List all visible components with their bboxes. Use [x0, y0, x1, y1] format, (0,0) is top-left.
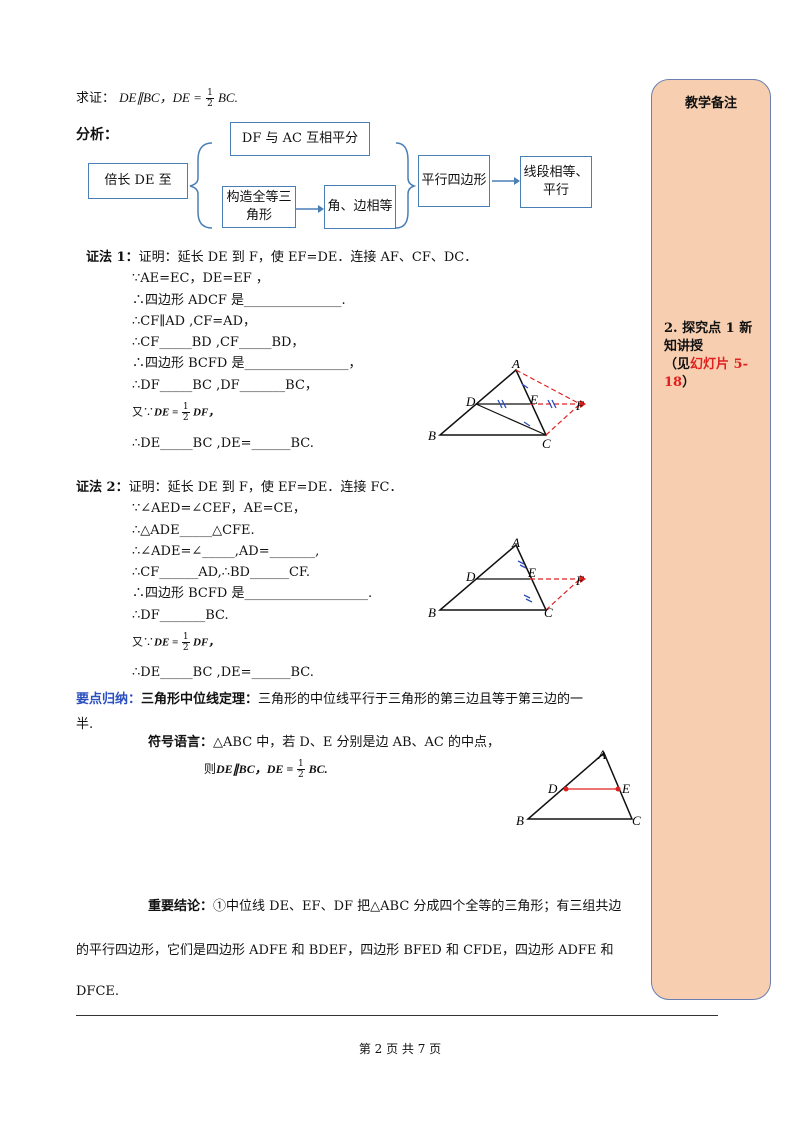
method1-line: ∴四边形 BCFD 是________________，	[132, 356, 362, 372]
method1-line: ∴CF∥AD ,CF=AD，	[132, 313, 256, 329]
method1-line: ∴四边形 ADCF 是_______________.	[132, 292, 346, 308]
svg-text:B: B	[428, 428, 436, 443]
svg-text:D: D	[547, 781, 558, 796]
flow-box-congruent: 构造全等三角形	[222, 186, 296, 228]
page-number: 第 2 页 共 7 页	[358, 1042, 442, 1056]
flow-box-bisect: DF 与 AC 互相平分	[230, 122, 370, 156]
figure-midline: A B C D E	[516, 747, 641, 828]
analysis-label: 分析：	[76, 127, 118, 143]
svg-text:C: C	[632, 813, 641, 828]
figure-method1: A B C D E F	[428, 360, 586, 450]
theorem-text-cont: 半.	[76, 717, 94, 732]
svg-text:D: D	[465, 394, 476, 409]
method1-last: ∴DE_____BC ,DE=______BC.	[132, 436, 314, 451]
method2-line: ∴△ADE_____△CFE.	[132, 522, 255, 538]
conclusion-line2: 的平行四边形，它们是四边形 ADFE 和 BDEF，四边形 BFED 和 CFD…	[76, 943, 614, 958]
svg-text:E: E	[527, 565, 536, 580]
method2-last: ∴DE_____BC ,DE=______BC.	[132, 665, 314, 680]
method2-line: ∵∠AED=∠CEF，AE=CE，	[132, 501, 306, 517]
sidebar-title: 教学备注	[684, 96, 737, 111]
method1-block: 证法 1：证明：延长 DE 到 F，使 EF=DE．连接 AF、CF、DC． ∵…	[86, 247, 477, 396]
symbol-line: 符号语言：△ABC 中，若 D、E 分别是边 AB、AC 的中点，	[148, 731, 500, 750]
svg-text:B: B	[428, 605, 436, 620]
method1-title: 证法 1：	[86, 250, 139, 265]
sidebar-note: 2. 探究点 1 新 知讲授 （见幻灯片 5- 18）	[664, 321, 753, 390]
proof-goal-prefix: 求证：	[76, 91, 116, 106]
theorem-text: 三角形的中位线平行于三角形的第三边且等于第三边的一	[258, 692, 584, 707]
summary-label: 要点归纳：	[76, 692, 142, 707]
method1-line: ∵AE=EC，DE=EF ，	[132, 271, 269, 287]
svg-text:A: A	[511, 360, 520, 371]
theorem-line: 要点归纳：三角形中位线定理：三角形的中位线平行于三角形的第三边且等于第三边的一	[76, 688, 583, 707]
conclusion-label: 重要结论：	[148, 899, 214, 914]
proof-goal-expr-end: BC.	[217, 90, 238, 105]
svg-text:C: C	[542, 436, 551, 450]
flow-box-segment: 线段相等、平行	[520, 156, 592, 208]
svg-text:D: D	[465, 569, 476, 584]
theorem-label: 三角形中位线定理：	[141, 692, 259, 707]
symbol-text: △ABC 中，若 D、E 分别是边 AB、AC 的中点，	[213, 735, 500, 750]
svg-text:B: B	[516, 813, 524, 828]
method2-line: 证明：延长 DE 到 F，使 EF=DE．连接 FC．	[128, 480, 403, 495]
svg-text:C: C	[544, 605, 553, 620]
svg-text:E: E	[621, 781, 630, 796]
method2-line: ∴∠ADE=∠_____,AD=_______,	[132, 543, 320, 559]
svg-text:A: A	[597, 747, 606, 762]
teaching-notes-sidebar: 教学备注 2. 探究点 1 新 知讲授 （见幻灯片 5- 18）	[651, 79, 771, 1000]
conclusion-line1: 重要结论：①中位线 DE、EF、DF 把△ABC 分成四个全等的三角形；有三组共…	[148, 899, 622, 914]
method1-line: 证明：延长 DE 到 F，使 EF=DE．连接 AF、CF、DC．	[138, 250, 478, 265]
method2-line: ∴CF______AD,∴BD______CF.	[132, 565, 311, 581]
symbol-label: 符号语言：	[148, 735, 214, 750]
flow-box-angle-side: 角、边相等	[324, 185, 396, 229]
analysis-flow-lines	[189, 142, 520, 229]
method2-line: ∴四边形 BCFD 是___________________.	[132, 586, 373, 602]
svg-text:A: A	[511, 535, 520, 550]
method2-line: ∴DF_______BC.	[132, 607, 229, 623]
svg-text:F: F	[575, 573, 585, 588]
svg-text:F: F	[575, 398, 585, 413]
method2-block: 证法 2：证明：延长 DE 到 F，使 EF=DE．连接 FC． ∵∠AED=∠…	[76, 477, 402, 626]
flow-box-extend: 倍长 DE 至	[88, 163, 188, 199]
figure-method2: A B C D E F	[428, 535, 586, 620]
method1-line: ∴CF_____BD ,CF_____BD，	[132, 335, 305, 351]
conclusion-line3: DFCE.	[76, 984, 120, 999]
footer-divider	[76, 1015, 718, 1016]
proof-goal-expr: DE∥BC，DE =	[119, 90, 202, 105]
method1-line: ∴DF_____BC ,DF_______BC，	[132, 377, 318, 393]
flow-box-parallelogram: 平行四边形	[418, 155, 490, 207]
svg-text:E: E	[529, 392, 538, 407]
method2-title: 证法 2：	[76, 480, 129, 495]
